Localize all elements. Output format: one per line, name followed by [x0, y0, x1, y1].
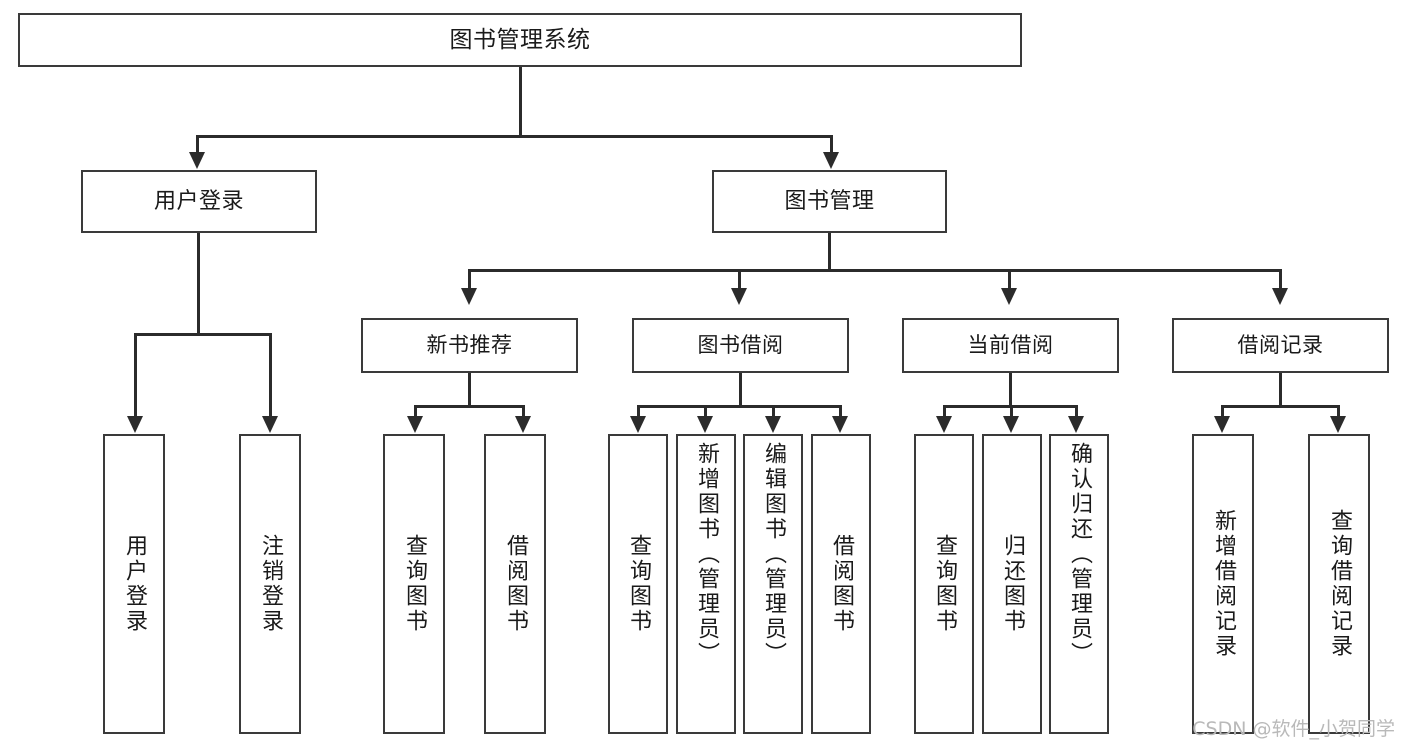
leaf-cb-return-book[interactable]: 归还图书 — [982, 434, 1042, 734]
edge-root-bus — [196, 135, 833, 138]
edge-cb-stem — [1009, 373, 1012, 407]
node-label: 用户登录 — [153, 188, 244, 214]
node-label: 图书管理系统 — [449, 26, 591, 53]
edge-bb-bus — [637, 405, 842, 408]
edge-nbr-drop-2 — [522, 405, 525, 418]
leaf-bb-borrow-book[interactable]: 借阅图书 — [811, 434, 871, 734]
edge-bb-drop-4 — [839, 405, 842, 418]
leaf-nbr-borrow-book[interactable]: 借阅图书 — [484, 434, 546, 734]
node-label: 借阅图书 — [829, 534, 854, 634]
node-label: 查询借阅记录 — [1327, 509, 1352, 659]
arrow-to-user-login — [189, 152, 205, 169]
node-label: 查询图书 — [932, 534, 957, 634]
node-label: 当前借阅 — [967, 333, 1054, 358]
node-label: 用户登录 — [122, 534, 147, 634]
node-label: 确认归还（管理员） — [1067, 442, 1092, 667]
arrow-br-leaf-1 — [1214, 416, 1230, 433]
edge-cb-drop-2 — [1010, 405, 1013, 418]
node-label: 借阅记录 — [1237, 333, 1324, 358]
edge-bb-drop-2 — [704, 405, 707, 418]
leaf-logout[interactable]: 注销登录 — [239, 434, 301, 734]
arrow-to-leaf-logout — [262, 416, 278, 433]
edge-cb-drop-1 — [943, 405, 946, 418]
arrow-cb-leaf-3 — [1068, 416, 1084, 433]
node-label: 图书管理 — [784, 188, 875, 214]
node-book-borrow[interactable]: 图书借阅 — [632, 318, 849, 373]
edge-br-stem — [1279, 373, 1282, 407]
edge-cb-drop-3 — [1075, 405, 1078, 418]
node-label: 查询图书 — [402, 534, 427, 634]
leaf-bb-edit-book-admin[interactable]: 编辑图书（管理员） — [743, 434, 803, 734]
edge-user-login-drop-2 — [269, 333, 272, 418]
node-book-management[interactable]: 图书管理 — [712, 170, 947, 233]
node-label: 新增图书（管理员） — [694, 442, 719, 667]
edge-br-bus — [1221, 405, 1340, 408]
edge-bm-drop-2 — [738, 269, 741, 290]
arrow-nbr-leaf-2 — [515, 416, 531, 433]
leaf-br-add-record[interactable]: 新增借阅记录 — [1192, 434, 1254, 734]
arrow-nbr-leaf-1 — [407, 416, 423, 433]
arrow-bb-leaf-3 — [765, 416, 781, 433]
edge-bm-drop-1 — [468, 269, 471, 290]
edge-bm-drop-4 — [1279, 269, 1282, 290]
edge-root-drop-right — [830, 135, 833, 154]
edge-bb-drop-3 — [772, 405, 775, 418]
arrow-to-new-book-recommend — [461, 288, 477, 305]
edge-user-login-drop-1 — [134, 333, 137, 418]
arrow-cb-leaf-1 — [936, 416, 952, 433]
node-label: 编辑图书（管理员） — [761, 442, 786, 667]
arrow-bb-leaf-2 — [697, 416, 713, 433]
edge-root-drop-left — [196, 135, 199, 154]
node-current-borrow[interactable]: 当前借阅 — [902, 318, 1119, 373]
arrow-cb-leaf-2 — [1003, 416, 1019, 433]
leaf-bb-query-book[interactable]: 查询图书 — [608, 434, 668, 734]
leaf-bb-add-book-admin[interactable]: 新增图书（管理员） — [676, 434, 736, 734]
leaf-cb-query-book[interactable]: 查询图书 — [914, 434, 974, 734]
arrow-to-borrow-record — [1272, 288, 1288, 305]
edge-bb-stem — [739, 373, 742, 407]
node-borrow-record[interactable]: 借阅记录 — [1172, 318, 1389, 373]
arrow-to-book-management — [823, 152, 839, 169]
leaf-nbr-query-book[interactable]: 查询图书 — [383, 434, 445, 734]
node-root-book-management-system[interactable]: 图书管理系统 — [18, 13, 1022, 67]
arrow-to-leaf-user-login — [127, 416, 143, 433]
node-new-book-recommend[interactable]: 新书推荐 — [361, 318, 578, 373]
leaf-cb-confirm-return-admin[interactable]: 确认归还（管理员） — [1049, 434, 1109, 734]
watermark-text: CSDN @软件_小贺同学 — [1192, 718, 1395, 740]
edge-nbr-bus — [414, 405, 525, 408]
node-label: 注销登录 — [258, 534, 283, 634]
node-label: 查询图书 — [626, 534, 651, 634]
edge-bb-drop-1 — [637, 405, 640, 418]
leaf-br-query-record[interactable]: 查询借阅记录 — [1308, 434, 1370, 734]
edge-bm-drop-3 — [1008, 269, 1011, 290]
node-label: 图书借阅 — [697, 333, 784, 358]
node-label: 新增借阅记录 — [1211, 509, 1236, 659]
arrow-to-current-borrow — [1001, 288, 1017, 305]
node-user-login[interactable]: 用户登录 — [81, 170, 317, 233]
edge-br-drop-2 — [1337, 405, 1340, 418]
arrow-bb-leaf-1 — [630, 416, 646, 433]
leaf-user-login[interactable]: 用户登录 — [103, 434, 165, 734]
node-label: 新书推荐 — [426, 333, 513, 358]
edge-user-login-bus — [134, 333, 272, 336]
edge-book-management-stem — [828, 233, 831, 271]
edge-book-management-bus — [468, 269, 1282, 272]
node-label: 归还图书 — [1000, 534, 1025, 634]
node-label: 借阅图书 — [503, 534, 528, 634]
arrow-br-leaf-2 — [1330, 416, 1346, 433]
arrow-bb-leaf-4 — [832, 416, 848, 433]
edge-nbr-drop-1 — [414, 405, 417, 418]
edge-nbr-stem — [468, 373, 471, 407]
edge-user-login-stem — [197, 233, 200, 335]
edge-br-drop-1 — [1221, 405, 1224, 418]
arrow-to-book-borrow — [731, 288, 747, 305]
edge-root-stem — [519, 67, 522, 137]
